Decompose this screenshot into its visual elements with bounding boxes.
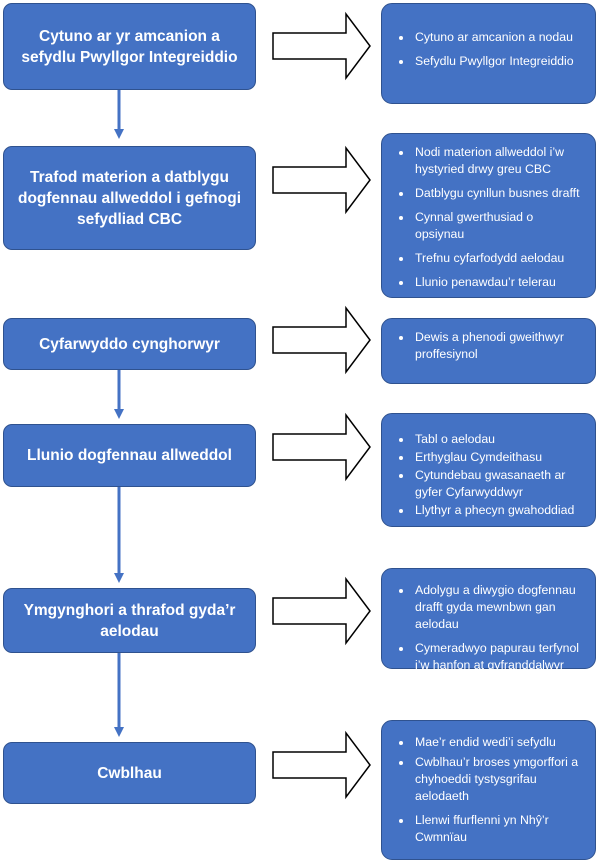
detail-list: Adolygu a diwygio dogfennau drafft gyda … xyxy=(392,582,583,674)
detail-box-3: Dewis a phenodi gweithwyr proffesiynol xyxy=(381,318,596,384)
list-item: Cytundebau gwasanaeth ar gyfer Cyfarwydd… xyxy=(392,467,583,501)
block-arrow-5 xyxy=(272,576,371,646)
list-item: Cwblhau’r broses ymgorffori a chyhoeddi … xyxy=(392,754,583,805)
detail-box-4: Tabl o aelodau Erthyglau Cymdeithasu Cyt… xyxy=(381,413,596,527)
list-item: Mae’r endid wedi’i sefydlu xyxy=(392,734,583,751)
list-item: Cymeradwyo papurau terfynol i’w hanfon a… xyxy=(392,640,583,674)
list-item: Trefnu cyfarfodydd aelodau xyxy=(392,250,583,267)
detail-list: Tabl o aelodau Erthyglau Cymdeithasu Cyt… xyxy=(392,431,583,519)
list-item: Adolygu a diwygio dogfennau drafft gyda … xyxy=(392,582,583,633)
block-arrow-6 xyxy=(272,730,371,800)
detail-list: Dewis a phenodi gweithwyr proffesiynol xyxy=(392,329,583,363)
block-arrow-1 xyxy=(272,11,371,81)
step-box-3: Cyfarwyddo cynghorwyr xyxy=(3,318,256,370)
list-item: Llenwi ffurflenni yn Nhŷ’r Cwmnïau xyxy=(392,812,583,846)
block-arrow-4 xyxy=(272,412,371,482)
step-title: Llunio dogfennau allweddol xyxy=(27,447,232,464)
step-box-2: Trafod materion a datblygu dogfennau all… xyxy=(3,146,256,250)
list-item: Llunio penawdau’r telerau xyxy=(392,274,583,291)
list-item: Llythyr a phecyn gwahoddiad xyxy=(392,502,583,519)
step-title: Cyfarwyddo cynghorwyr xyxy=(39,335,220,353)
step-title: Cwblhau xyxy=(97,764,162,782)
step-box-5: Ymgynghori a thrafod gyda’r aelodau xyxy=(3,588,256,653)
list-item: Sefydlu Pwyllgor Integreiddio xyxy=(392,53,583,70)
block-arrow-2 xyxy=(272,145,371,215)
detail-box-2: Nodi materion allweddol i’w hystyried dr… xyxy=(381,133,596,298)
list-item: Nodi materion allweddol i’w hystyried dr… xyxy=(392,144,583,178)
list-item: Datblygu cynllun busnes drafft xyxy=(392,185,583,202)
list-item: Cytuno ar amcanion a nodau xyxy=(392,29,583,46)
detail-box-5: Adolygu a diwygio dogfennau drafft gyda … xyxy=(381,568,596,672)
step-box-1: Cytuno ar yr amcanion a sefydlu Pwyllgor… xyxy=(3,3,256,90)
block-arrow-3 xyxy=(272,305,371,375)
step-title: Ymgynghori a thrafod gyda’r aelodau xyxy=(23,601,236,640)
detail-list: Nodi materion allweddol i’w hystyried dr… xyxy=(392,144,583,291)
detail-box-6: Mae’r endid wedi’i sefydlu Cwblhau’r bro… xyxy=(381,720,596,860)
detail-box-1: Cytuno ar amcanion a nodau Sefydlu Pwyll… xyxy=(381,3,596,104)
step-title: Trafod materion a datblygu dogfennau all… xyxy=(17,168,242,228)
detail-list: Cytuno ar amcanion a nodau Sefydlu Pwyll… xyxy=(392,29,583,70)
list-item: Cynnal gwerthusiad o opsiynau xyxy=(392,209,583,243)
step-title: Cytuno ar yr amcanion a sefydlu Pwyllgor… xyxy=(21,27,238,66)
list-item: Erthyglau Cymdeithasu xyxy=(392,449,583,466)
list-item: Dewis a phenodi gweithwyr proffesiynol xyxy=(392,329,583,363)
step-box-4: Llunio dogfennau allweddol xyxy=(3,424,256,487)
step-box-6: Cwblhau xyxy=(3,742,256,804)
list-item: Tabl o aelodau xyxy=(392,431,583,448)
detail-list: Mae’r endid wedi’i sefydlu Cwblhau’r bro… xyxy=(392,734,583,846)
